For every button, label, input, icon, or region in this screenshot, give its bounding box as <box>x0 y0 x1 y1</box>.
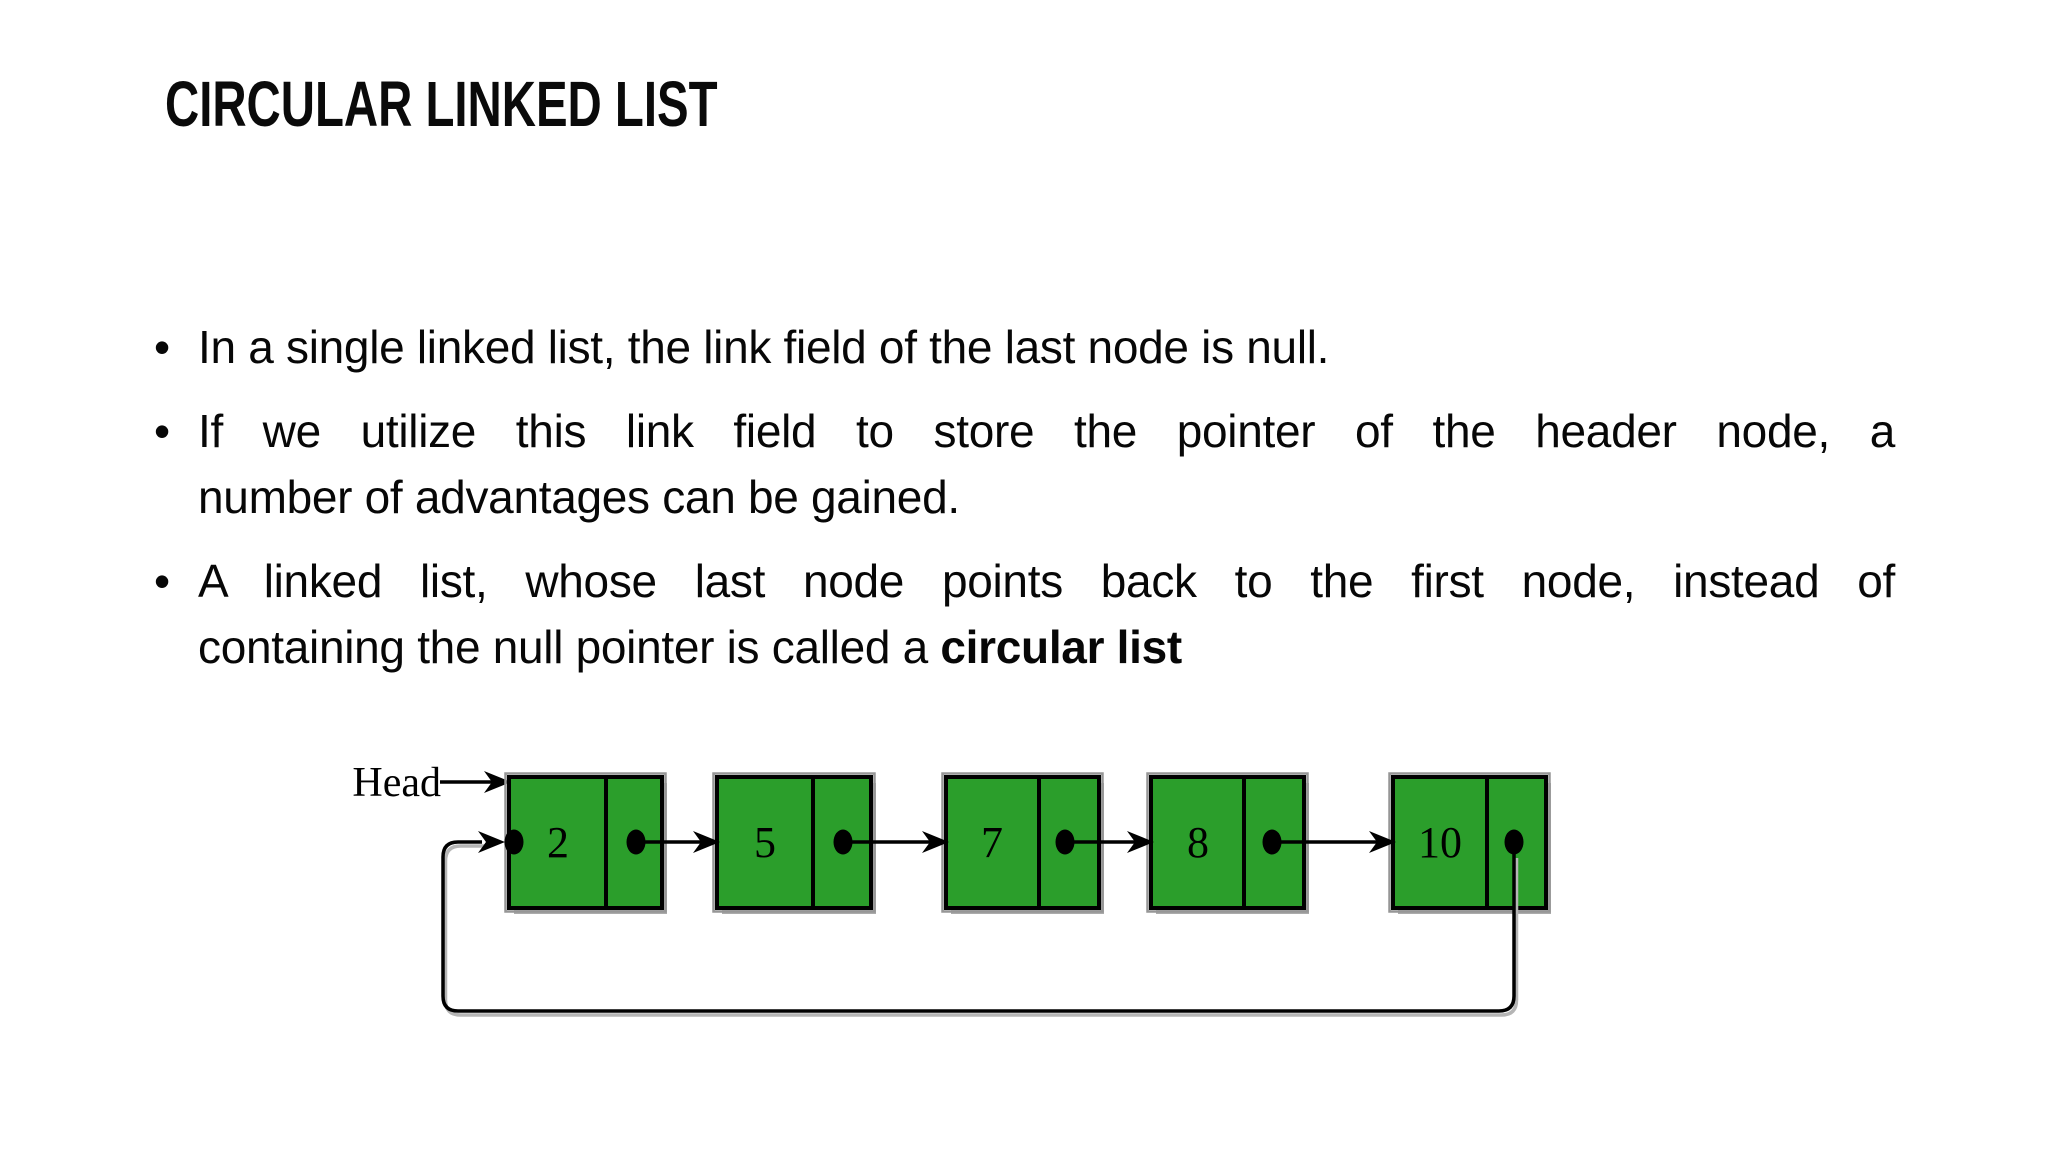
link-arrow <box>851 831 949 853</box>
bullet-marker: • <box>154 321 170 373</box>
list-node: 10 <box>1388 772 1551 914</box>
node-value: 7 <box>981 818 1003 867</box>
bullet-line: number of advantages can be gained. <box>198 471 960 523</box>
bullet-line: containing the null pointer is called a … <box>198 614 1895 680</box>
bullet-list: • In a single linked list, the link fiel… <box>150 314 1895 698</box>
circular-loop-arrow <box>441 831 1519 1017</box>
bullet-marker: • <box>154 405 170 457</box>
head-pointer-label: Head <box>352 760 441 806</box>
list-node: 2 <box>504 772 667 914</box>
head-arrow <box>440 771 511 793</box>
arrowhead-icon <box>1369 831 1396 853</box>
link-arrow <box>1280 831 1396 853</box>
arrowhead-icon <box>484 771 511 793</box>
bullet-item: • If we utilize this link field to store… <box>150 398 1895 530</box>
arrowhead-icon <box>478 831 505 853</box>
bullet-line: In a single linked list, the link field … <box>198 321 1330 373</box>
bullet-line: A linked list, whose last node points ba… <box>198 555 1895 607</box>
bold-term: circular list <box>940 621 1182 673</box>
link-arrow <box>644 831 720 853</box>
node-value: 5 <box>754 818 776 867</box>
link-arrow <box>1073 831 1154 853</box>
bullet-line: If we utilize this link field to store t… <box>198 405 1895 457</box>
list-node: 7 <box>941 772 1104 914</box>
next-pointer-dot <box>1055 829 1075 855</box>
bullet-marker: • <box>154 555 170 607</box>
node-value: 8 <box>1187 818 1209 867</box>
circular-linked-list-diagram: Head 2 5 7 8 <box>352 760 1551 1017</box>
list-node: 5 <box>712 772 876 914</box>
list-node: 8 <box>1146 772 1309 914</box>
page-title: CIRCULAR LINKED LIST <box>165 68 718 140</box>
next-pointer-dot <box>1504 829 1524 855</box>
next-pointer-dot <box>1262 829 1282 855</box>
arrowhead-icon <box>1127 831 1154 853</box>
node-value: 2 <box>547 818 569 867</box>
bullet-item: • A linked list, whose last node points … <box>150 548 1895 680</box>
arrowhead-icon <box>922 831 949 853</box>
next-pointer-dot <box>833 829 853 855</box>
bullet-item: • In a single linked list, the link fiel… <box>150 314 1895 380</box>
next-pointer-dot <box>626 829 646 855</box>
node-value: 10 <box>1418 818 1462 867</box>
incoming-pointer-dot <box>504 829 524 855</box>
arrowhead-icon <box>693 831 720 853</box>
bullet-line-text: containing the null pointer is called a <box>198 621 941 673</box>
